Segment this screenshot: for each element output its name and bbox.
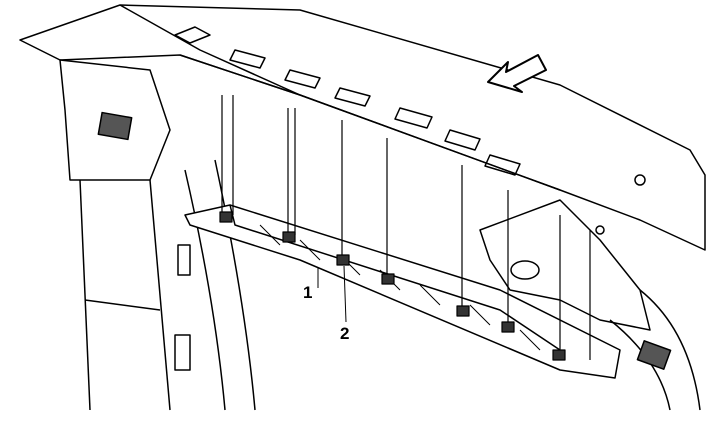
retainer-clips (219, 95, 591, 361)
callout-2: 2 (340, 324, 350, 343)
arrow-forward-icon (487, 54, 547, 93)
leader-line-2 (343, 265, 347, 323)
roof-rail (19, 4, 706, 251)
pillar-trim (59, 59, 256, 411)
callout-1: 1 (303, 283, 313, 302)
rear-bracket (479, 199, 701, 411)
